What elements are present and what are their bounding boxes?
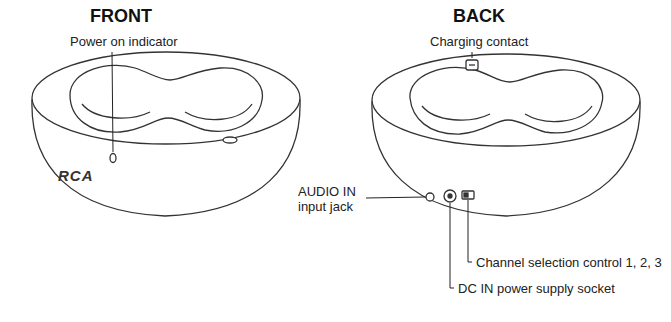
view-heading: FRONT — [90, 6, 152, 26]
dc-in-socket-inner — [448, 194, 452, 198]
channel-switch — [462, 191, 474, 199]
view-heading: BACK — [453, 6, 505, 26]
front-well-floor — [82, 104, 252, 120]
channel-switch-knob — [464, 193, 468, 197]
part-label: Charging contact — [430, 34, 528, 49]
leader-line — [468, 200, 472, 262]
brand-logo: RCA — [58, 168, 94, 183]
front-charging-contact — [223, 137, 237, 143]
part-label: AUDIO IN input jack — [298, 184, 364, 214]
audio-in-jack — [426, 193, 434, 201]
dc-in-socket-outer — [444, 190, 456, 202]
leader-line — [472, 52, 473, 58]
back-handset-well — [410, 68, 603, 134]
back-cradle-rim — [372, 54, 640, 146]
back-well-floor — [422, 106, 592, 122]
front-cradle-rim — [32, 52, 300, 144]
leader-line — [112, 52, 113, 152]
part-label: Power on indicator — [70, 34, 178, 49]
charging-contact-pin — [469, 64, 475, 65]
part-label: DC IN power supply socket — [458, 281, 615, 296]
front-handset-well — [70, 65, 262, 132]
power-indicator — [110, 154, 116, 163]
leader-line — [450, 203, 454, 288]
part-label: Channel selection control 1, 2, 3 — [476, 255, 662, 270]
charging-contact-pad — [466, 60, 478, 70]
leader-line — [366, 197, 425, 198]
